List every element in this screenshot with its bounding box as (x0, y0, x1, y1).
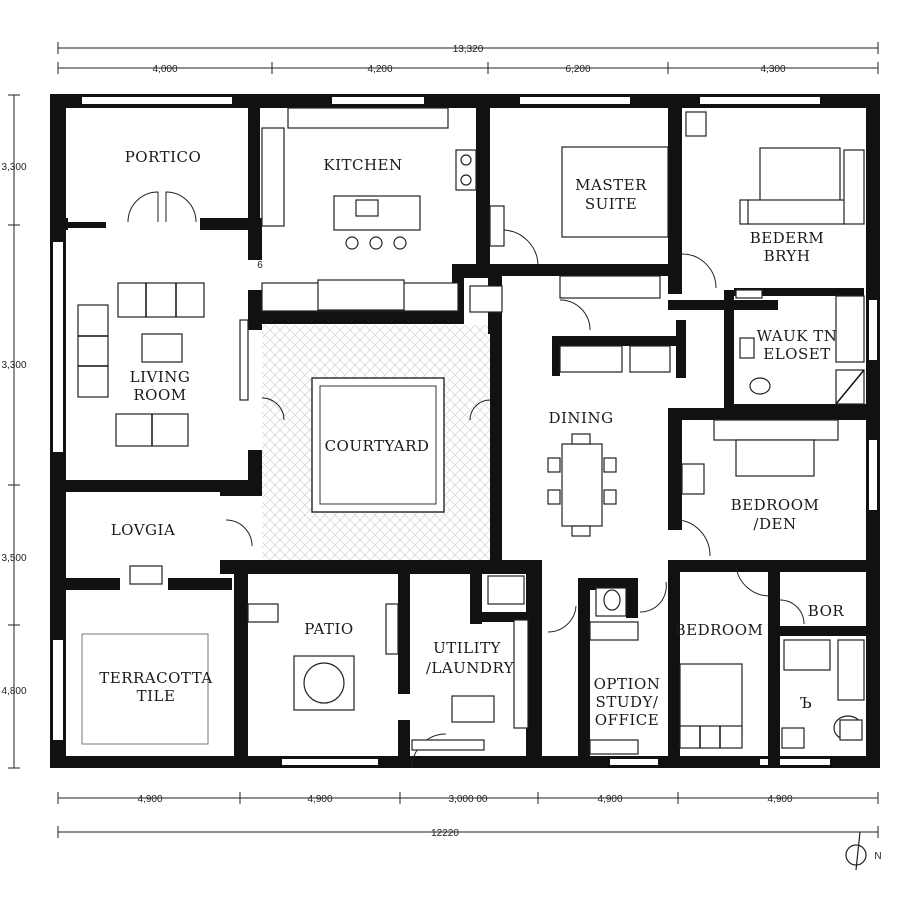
dimension-bottom-total-label: 12220 (431, 828, 459, 839)
room-label-bedroom-den-2: /DEN (753, 515, 796, 533)
dimension-bottom-total: 12220 (57, 826, 879, 839)
dimension-bottom-1: 4,900 (137, 794, 162, 805)
room-label-living-room-2: ROOM (133, 386, 186, 404)
room-label-walk-in-closet-1: WAUK TN (757, 327, 838, 345)
room-label-master-suite-2: SUITE (585, 195, 637, 213)
room-label-loggia: LOVGIA (111, 521, 176, 539)
dimension-left-1: 3,300 (1, 162, 26, 173)
dimension-left-3: 3,500 (1, 553, 26, 564)
room-label-bedroom-den-1: BEDROOM (731, 496, 820, 514)
room-label-bedroom: BEDROOM (675, 621, 764, 639)
north-arrow: N (845, 831, 882, 871)
room-label-courtyard: COURTYARD (325, 437, 430, 455)
room-label-study-1: OPTION (594, 675, 661, 693)
furniture (77, 107, 865, 755)
dimension-left-4: 4,800 (1, 686, 26, 697)
room-label-master-suite-1: MASTER (575, 176, 647, 194)
room-label-bedroom-bath-2: BRYH (764, 247, 811, 265)
bath-mark: Ъ (800, 694, 812, 712)
room-label-study-2: STUDY/ (596, 693, 659, 711)
room-label-dining: DINING (548, 409, 613, 427)
small-mark: 6 (257, 260, 263, 271)
dimension-top-2: 4,200 (367, 64, 392, 75)
room-label-bor: BOR (808, 602, 845, 620)
north-arrow-icon (845, 844, 867, 866)
room-label-kitchen: KITCHEN (323, 156, 402, 174)
room-label-walk-in-closet-2: ELOSET (763, 345, 830, 363)
dimension-left: 3,300 3,300 3,500 4,800 (1, 94, 27, 769)
room-label-utility-2: /LAUNDRY (426, 659, 515, 677)
room-label-patio: PATIO (304, 620, 353, 638)
dimension-bottom-segments: 4,900 4,900 3,000 00 4,900 4,900 (57, 792, 879, 805)
room-label-utility-1: UTILITY (433, 639, 501, 657)
doors (127, 191, 805, 769)
room-labels: PORTICO KITCHEN MASTER SUITE BEDERM BRYH… (99, 148, 844, 729)
terracotta-tile-field (81, 633, 209, 745)
dimension-top-1: 4,000 (152, 64, 177, 75)
dimension-top-total: 13,320 (57, 42, 879, 55)
room-label-study-3: OFFICE (595, 711, 659, 729)
dimension-top-total-label: 13,320 (453, 44, 484, 55)
room-label-living-room-1: LIVING (130, 368, 191, 386)
dimension-bottom-3: 3,000 00 (449, 794, 488, 805)
dimension-bottom-4: 4,900 (597, 794, 622, 805)
dimension-bottom-2: 4,900 (307, 794, 332, 805)
room-label-portico: PORTICO (125, 148, 202, 166)
dimension-top-3: 6,200 (565, 64, 590, 75)
courtyard-pool (311, 377, 445, 513)
room-label-terracotta-1: TERRACOTTA (99, 669, 212, 687)
dimension-top-segments: 4,000 4,200 6,200 4,300 (57, 62, 879, 75)
room-label-bedroom-bath-1: BEDERM (750, 229, 825, 247)
dimension-left-2: 3,300 (1, 360, 26, 371)
room-label-terracotta-2: TILE (137, 687, 176, 705)
dimension-top-4: 4,300 (760, 64, 785, 75)
north-label: N (874, 851, 881, 862)
dimension-bottom-5: 4,900 (767, 794, 792, 805)
